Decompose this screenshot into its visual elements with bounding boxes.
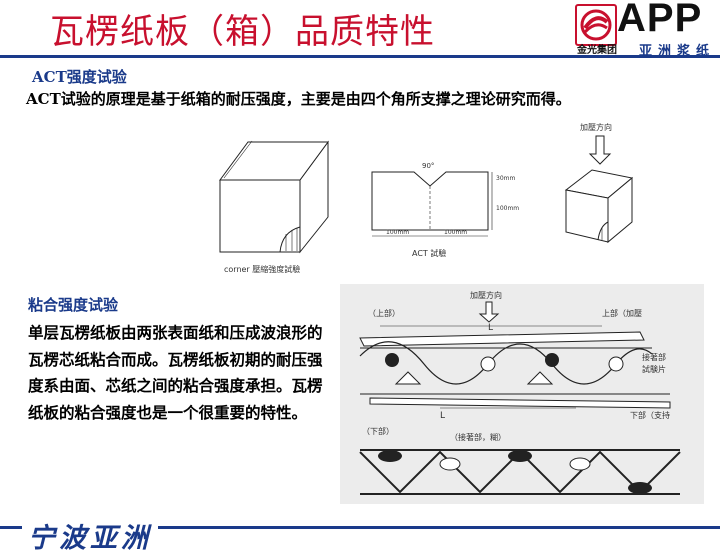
act-dim-side: 100mm (496, 205, 519, 212)
bond-right-label-2: 試験片 (642, 364, 666, 374)
bond-right-label-1: 接著部 (642, 352, 666, 362)
bond-upper-right-label: 上部（加壓 (602, 308, 642, 318)
bond-test-figure: 加壓方向 （上部） 上部（加壓 L 接著部 試験片 L 下部（支持 （下部） （… (340, 284, 704, 504)
bond-glue-label: （接著部，糊） (450, 432, 506, 442)
footer-title: 宁波亚洲 (22, 516, 158, 555)
bond-lower-right-label: 下部（支持 (630, 410, 670, 420)
bond-upper-label: （上部） (368, 308, 400, 318)
bond-load-label: 加壓方向 (470, 290, 502, 300)
caption-act: ACT 試驗 (412, 248, 446, 258)
act-angle: 90° (422, 162, 434, 170)
app-logo: APP 金光集团 亚洲浆纸 (573, 0, 720, 59)
title-divider (0, 55, 720, 58)
corner-specimen-drawing: corner 壓縮強度試驗 (219, 140, 329, 274)
section-heading-bond: 粘合强度试验 (28, 296, 119, 314)
bond-span-label-bottom: L (440, 411, 445, 421)
section-heading-act: ACT强度试验 (32, 68, 127, 86)
act-specimen-drawing: 90° 30mm 100mm 100mm 100mm ACT 試驗 (371, 162, 519, 258)
act-dim-bottom-right: 100mm (444, 229, 467, 236)
act-dim-bottom-left: 100mm (386, 229, 409, 236)
bond-lower-left-label: （下部） (362, 426, 394, 436)
caption-corner: corner 壓縮強度試驗 (224, 264, 300, 274)
sinarmas-logo-icon (575, 4, 617, 46)
section-body-bond: 单层瓦楞纸板由两张表面纸和压成波浪形的瓦楞芯纸粘合而成。瓦楞纸板初期的耐压强度系… (28, 323, 323, 422)
logo-brand-text: APP (617, 0, 703, 40)
act-load-label: 加壓方向 (580, 122, 612, 132)
section-body-act: ACT试验的原理是基于纸箱的耐压强度，主要是由四个角所支撑之理论研究而得。 (26, 90, 571, 108)
logo-sub-left: 金光集团 (577, 45, 617, 56)
page-title: 瓦楞纸板（箱）品质特性 (50, 12, 435, 52)
act-test-figure: corner 壓縮強度試驗 90° 30mm 100mm 100mm 100mm… (219, 122, 634, 274)
bond-span-label: L (488, 323, 493, 333)
load-direction-drawing: 加壓方向 (564, 122, 634, 244)
footer-divider (0, 526, 720, 529)
act-dim-top: 30mm (496, 175, 515, 182)
